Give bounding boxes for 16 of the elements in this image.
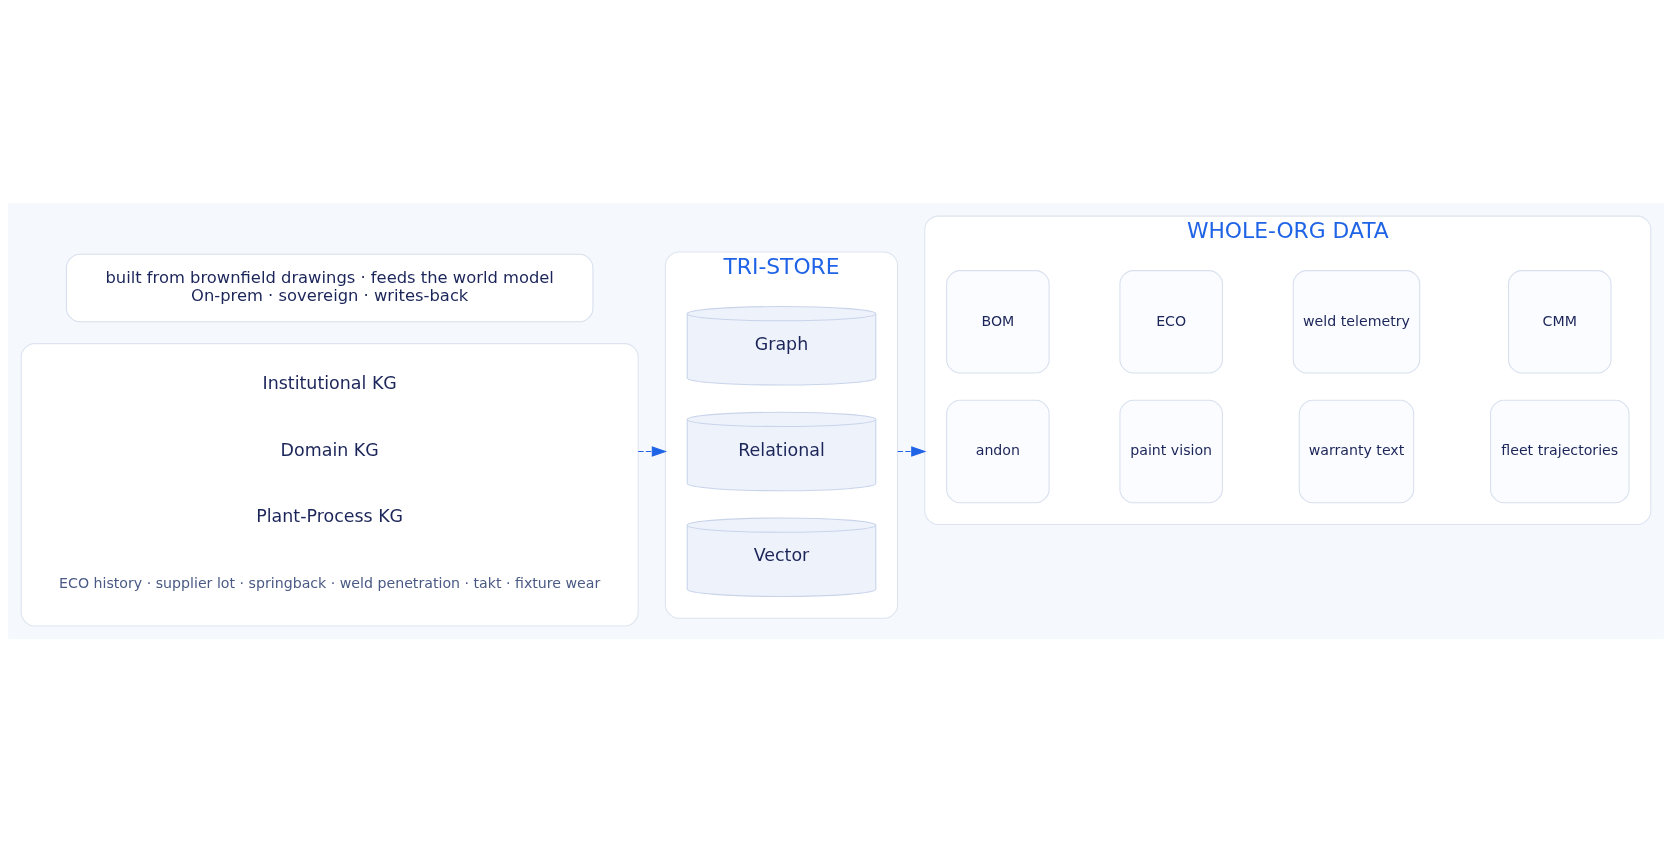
node-box: andon bbox=[946, 399, 1050, 503]
node-box: CMM bbox=[1508, 269, 1612, 374]
node-box: BOM bbox=[946, 269, 1050, 374]
node-box: fleet trajectories bbox=[1490, 399, 1630, 503]
node-box: paint vision bbox=[1119, 399, 1223, 503]
arrow bbox=[897, 445, 927, 457]
cluster bbox=[20, 342, 639, 626]
label: ECO history · supplier lot · springback · weld penetration · takt · fixture wear bbox=[59, 574, 601, 591]
node-text: Institutional KG bbox=[262, 372, 397, 393]
node-box: warranty text bbox=[1298, 399, 1415, 503]
node-box: built from brownfield drawings · feeds the world model On-prem · sovereign · writes-back bbox=[65, 253, 594, 322]
node-box: ECO bbox=[1119, 269, 1223, 374]
arrow bbox=[637, 445, 668, 457]
node-text: Domain KG bbox=[280, 439, 379, 460]
node-box: weld telemetry bbox=[1292, 269, 1421, 374]
node-text: Plant-Process KG bbox=[256, 505, 404, 526]
